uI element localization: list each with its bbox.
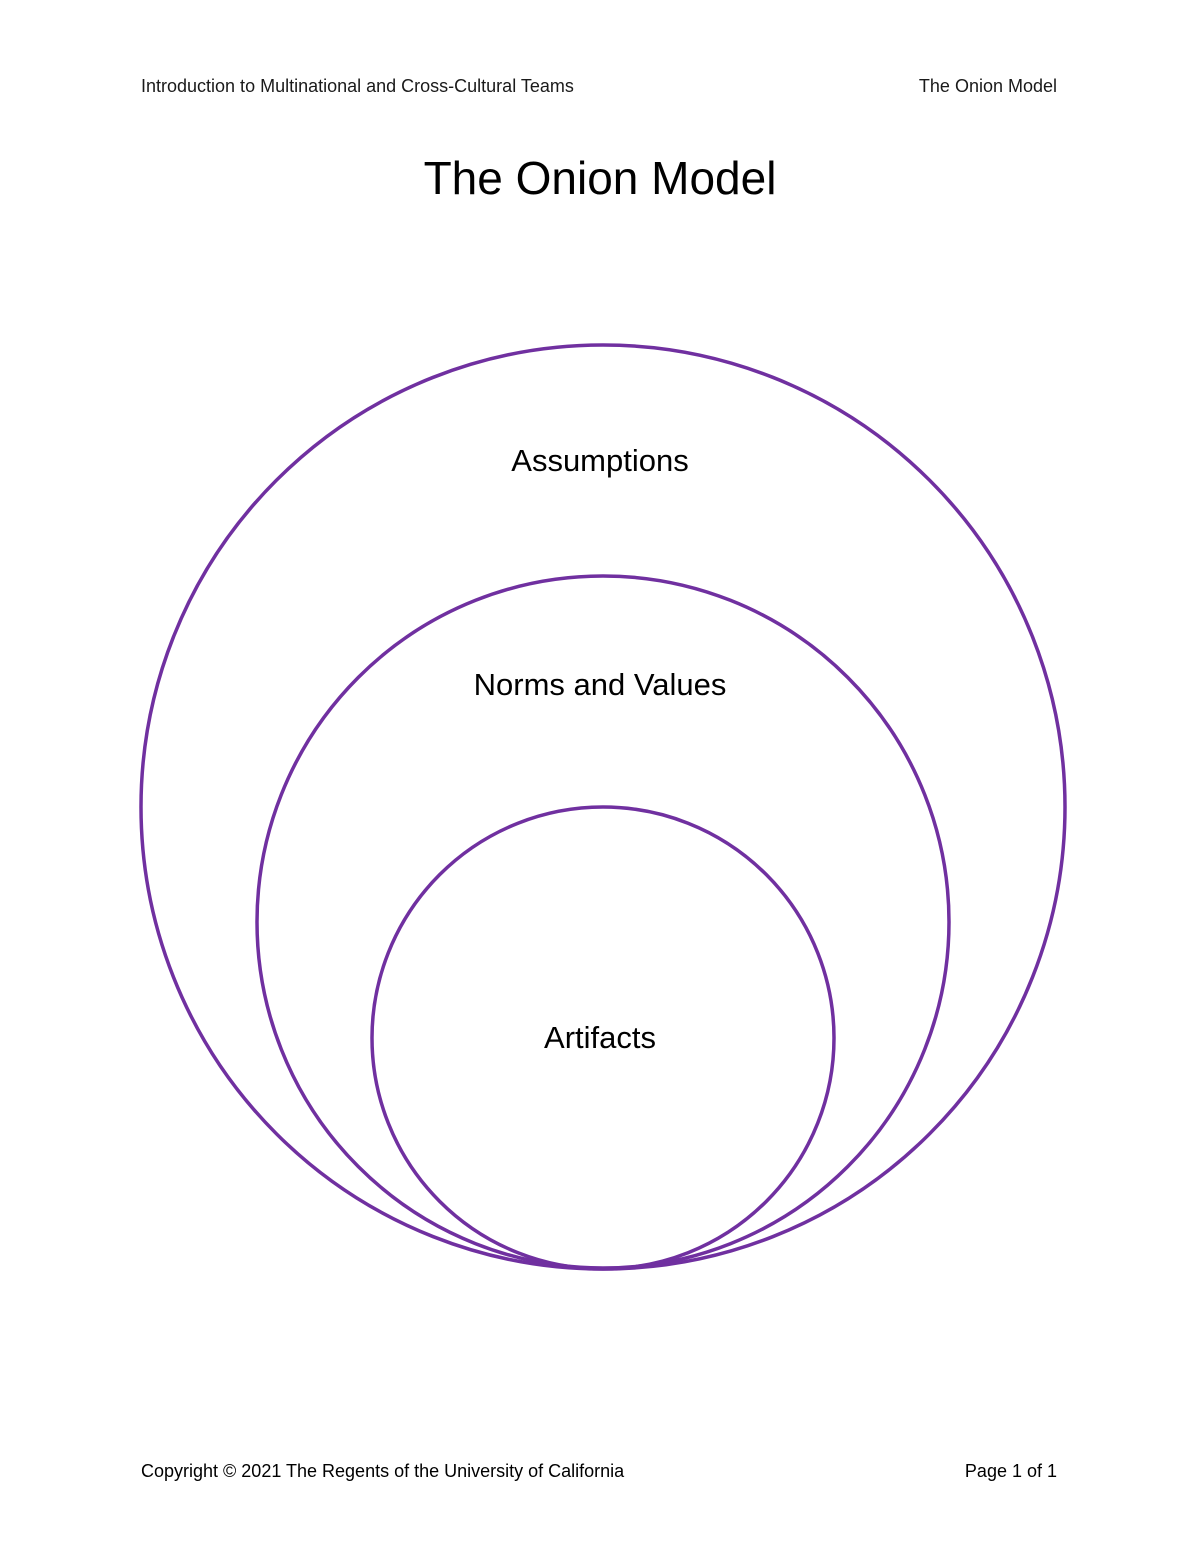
- page-title: The Onion Model: [423, 152, 777, 204]
- layer-label-assumptions: Assumptions: [511, 443, 689, 478]
- page-header-doc-title: The Onion Model: [918, 76, 1057, 96]
- layer-label-artifacts: Artifacts: [544, 1020, 656, 1055]
- inner-ring-artifacts: [370, 805, 836, 1271]
- footer-copyright: Copyright © 2021 The Regents of the Univ…: [141, 1461, 625, 1481]
- layer-label-norms-values: Norms and Values: [473, 667, 727, 702]
- page-header-course-title: Introduction to Multinational and Cross-…: [141, 76, 574, 96]
- footer-page-number: Page 1 of 1: [964, 1461, 1057, 1481]
